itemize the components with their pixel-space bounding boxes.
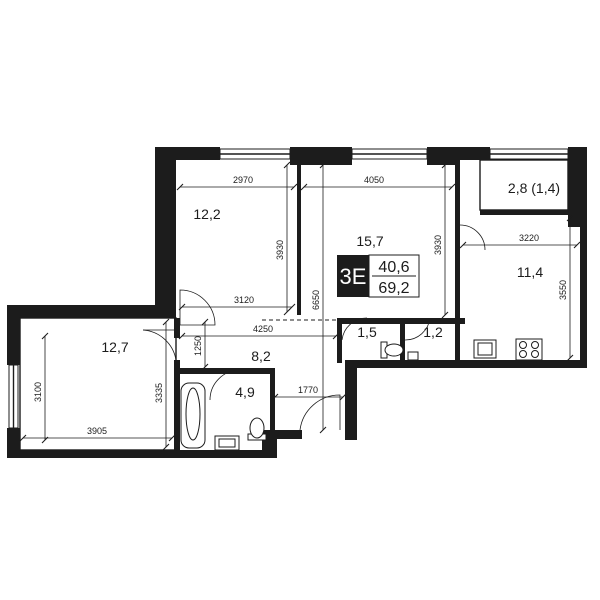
- room-outlines: [19, 159, 569, 451]
- area-bedroom-top: 12,2: [193, 206, 220, 222]
- doors: [142, 224, 486, 431]
- area-hall: 8,2: [251, 348, 271, 364]
- area-kitchen: 11,4: [517, 264, 543, 280]
- wc-sink-icon: [407, 351, 419, 361]
- dim-3335: 3335: [154, 383, 164, 403]
- dim-3930-left: 3930: [275, 240, 285, 260]
- stove-icon: [515, 338, 543, 361]
- dim-3100: 3100: [33, 382, 43, 402]
- dim-4250: 4250: [253, 324, 273, 334]
- dim-3220: 3220: [519, 233, 539, 243]
- area-storage: 1,2: [423, 324, 443, 340]
- walls: [7, 147, 587, 458]
- area-living: 15,7: [356, 233, 383, 249]
- area-toilet: 1,5: [357, 324, 377, 340]
- dim-1250: 1250: [193, 336, 203, 356]
- dim-3120: 3120: [234, 295, 254, 305]
- dim-3930-right: 3930: [433, 235, 443, 255]
- apartment-badge: 3E 40,6 69,2: [337, 254, 420, 298]
- dimension-labels: 2970 4050 3930 3930 3120 6650 3220 3550 …: [33, 175, 568, 436]
- badge-total-area: 69,2: [378, 280, 409, 297]
- badge-living-area: 40,6: [378, 259, 409, 276]
- windows: [8, 148, 569, 429]
- dim-1770: 1770: [298, 385, 318, 395]
- dim-6650: 6650: [311, 290, 321, 310]
- area-balcony: 2,8 (1,4): [508, 180, 560, 196]
- dim-3905: 3905: [87, 426, 107, 436]
- badge-code-box: [337, 255, 369, 297]
- badge-code: 3E: [340, 264, 367, 289]
- area-bedroom-left: 12,7: [101, 339, 128, 355]
- dim-2970: 2970: [233, 175, 253, 185]
- dimension-lines: [19, 161, 581, 451]
- area-bathroom: 4,9: [235, 384, 255, 400]
- room-areas: 12,2 15,7 2,8 (1,4) 11,4 12,7 8,2 4,9 1,…: [101, 180, 560, 400]
- fixtures: [180, 338, 543, 451]
- dim-4050: 4050: [364, 175, 384, 185]
- dim-3550: 3550: [558, 280, 568, 300]
